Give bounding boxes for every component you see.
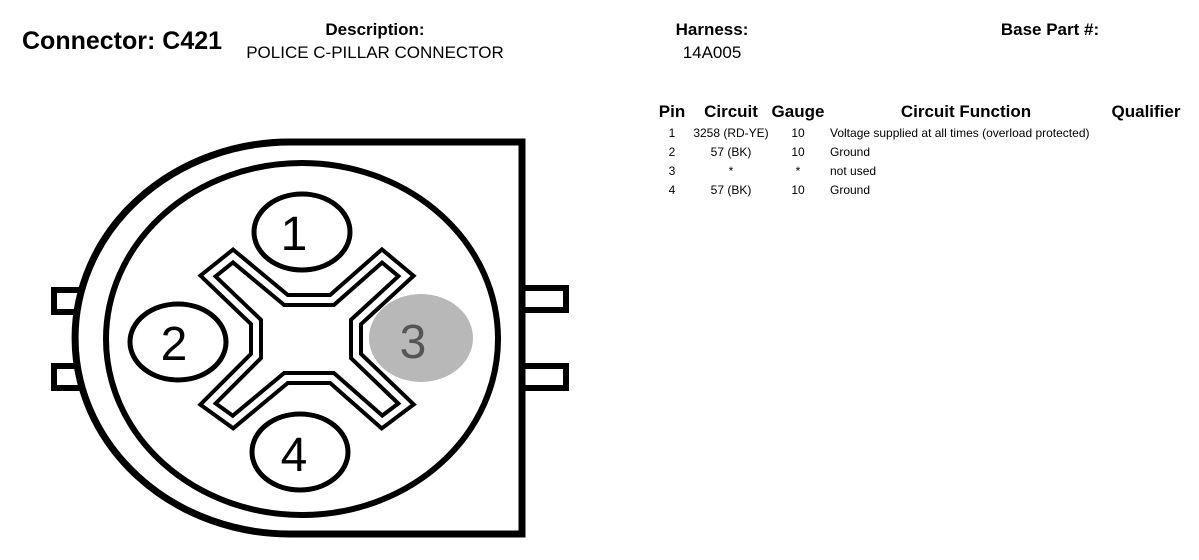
connector-title: Connector: C421	[22, 27, 223, 55]
qualifier-cell	[1106, 123, 1186, 142]
column-header-circuit: Circuit	[704, 102, 758, 121]
latch-tab	[519, 363, 569, 391]
harness-value: 14A005	[682, 43, 742, 62]
pin-table: Pin Circuit Gauge Circuit Function Quali…	[652, 101, 1186, 199]
circuit-cell: 57 (BK)	[710, 182, 752, 197]
pin-table-header: Pin Circuit Gauge Circuit Function Quali…	[652, 101, 1186, 123]
pin-cell: 4	[668, 182, 676, 197]
pin-cavity-4: 4	[249, 411, 351, 493]
pin-cavity-1: 1	[251, 191, 353, 273]
pin-label-2: 2	[161, 318, 188, 371]
function-cell: not used	[830, 163, 877, 178]
gauge-cell: 10	[791, 125, 805, 140]
description-label: Description:	[325, 20, 425, 39]
column-header-qualifier: Qualifier	[1111, 102, 1181, 121]
qualifier-cell	[1106, 142, 1186, 161]
function-cell: Voltage supplied at all times (overload …	[830, 125, 1090, 140]
table-row: 3 * * not used	[652, 161, 1186, 180]
column-header-function: Circuit Function	[900, 102, 1032, 121]
pin-cell: 3	[668, 163, 676, 178]
table-row: 4 57 (BK) 10 Ground	[652, 180, 1186, 199]
pin-cell: 2	[668, 144, 676, 159]
gauge-cell: 10	[791, 144, 805, 159]
column-header-gauge: Gauge	[771, 102, 825, 121]
cavity-circle-highlighted	[369, 294, 473, 382]
harness-label: Harness:	[675, 20, 749, 39]
table-row: 1 3258 (RD-YE) 10 Voltage supplied at al…	[652, 123, 1186, 142]
function-cell: Ground	[830, 144, 871, 159]
latch-tab	[519, 285, 569, 313]
description-value: POLICE C-PILLAR CONNECTOR	[246, 43, 504, 62]
pin-cell: 1	[668, 125, 676, 140]
cavity-circle	[251, 191, 353, 273]
gauge-cell: *	[795, 163, 801, 178]
connector-inner-face	[103, 160, 501, 518]
pin-label-1: 1	[281, 208, 308, 261]
qualifier-cell	[1106, 161, 1186, 180]
qualifier-cell	[1106, 180, 1186, 199]
base-part-label: Base Part #:	[1000, 20, 1100, 39]
function-cell: Ground	[830, 182, 871, 197]
column-header-pin: Pin	[658, 102, 686, 121]
pin-label-4: 4	[281, 429, 308, 482]
right-latch-tabs	[519, 285, 569, 391]
pin-label-3: 3	[400, 316, 427, 369]
table-row: 2 57 (BK) 10 Ground	[652, 142, 1186, 161]
pin-cavity-2: 2	[127, 301, 229, 383]
circuit-cell: 3258 (RD-YE)	[693, 125, 769, 140]
pin-cavity-3: 3	[369, 294, 473, 382]
cavity-circle	[249, 411, 351, 493]
circuit-cell: *	[728, 163, 734, 178]
cavity-circle	[127, 301, 229, 383]
center-key-inner	[203, 252, 411, 426]
gauge-cell: 10	[791, 182, 805, 197]
circuit-cell: 57 (BK)	[710, 144, 752, 159]
connector-face-diagram: 1 2 3 4	[51, 138, 569, 538]
